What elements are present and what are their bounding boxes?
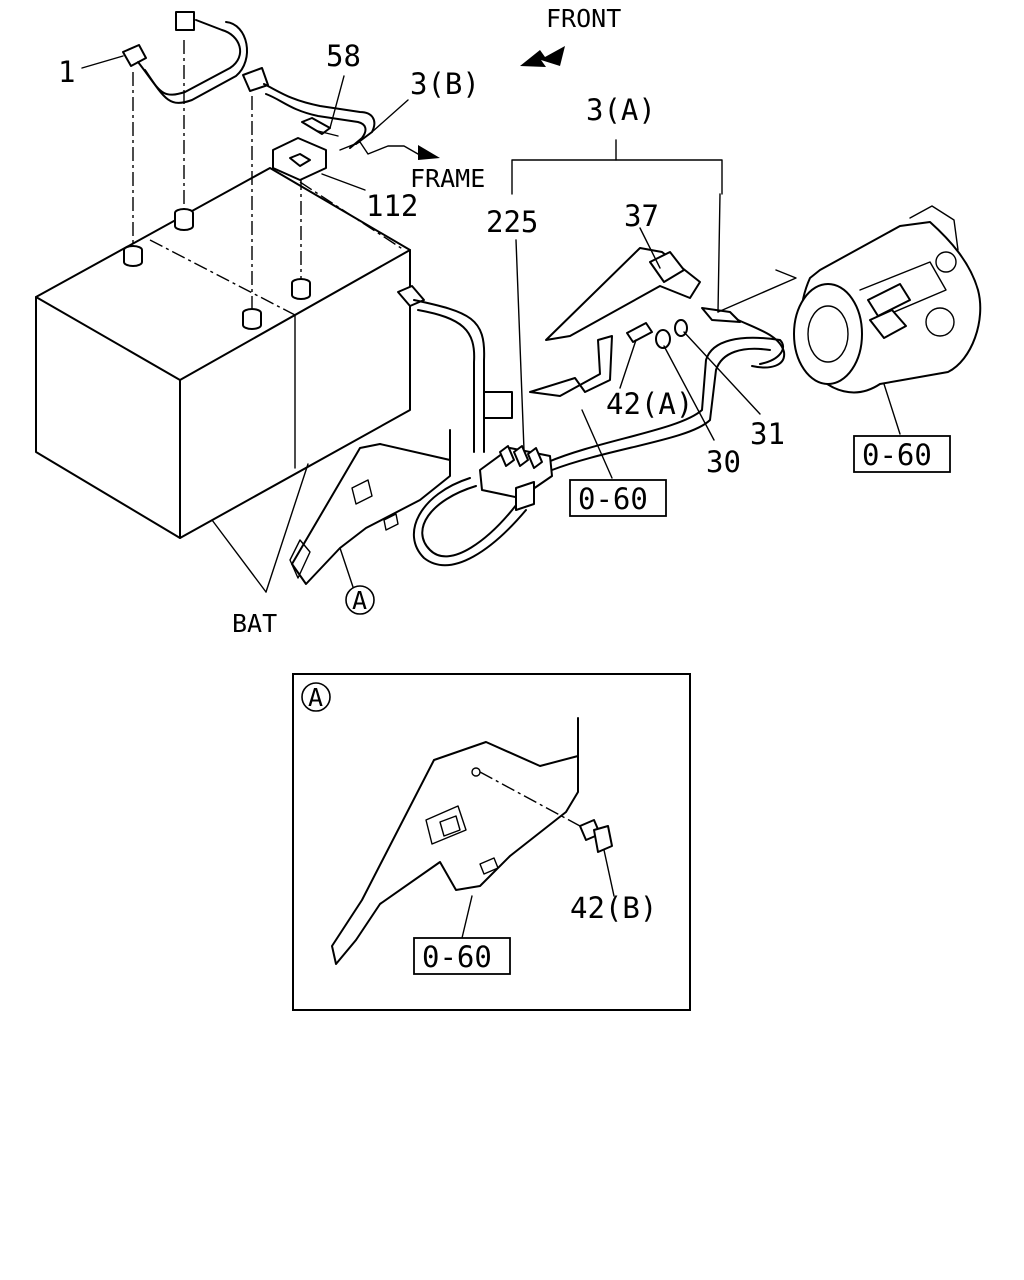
ref-starter-label: 0-60 bbox=[862, 438, 932, 472]
battery bbox=[35, 40, 411, 539]
main-cable bbox=[397, 285, 786, 567]
ref-box-starter: 0-60 bbox=[853, 435, 951, 473]
terminal-clamp bbox=[272, 117, 405, 251]
circle-a-marker: A bbox=[345, 585, 375, 615]
label-part-3a: 3(A) bbox=[586, 93, 656, 127]
label-part-3b: 3(B) bbox=[410, 67, 480, 101]
label-part-42a: 42(A) bbox=[606, 387, 693, 421]
ground-cable-3b bbox=[242, 67, 440, 160]
label-part-30: 30 bbox=[706, 445, 741, 479]
leader-lines bbox=[81, 55, 901, 593]
battery-link-cable bbox=[122, 11, 249, 104]
ref-box-main: 0-60 bbox=[569, 479, 667, 517]
front-indicator: FRONT bbox=[520, 4, 621, 67]
detail-a-inset: A 42(B) 0-60 bbox=[292, 673, 691, 1011]
label-part-58: 58 bbox=[326, 39, 361, 73]
label-frame: FRAME bbox=[410, 164, 485, 193]
label-part-42b: 42(B) bbox=[570, 891, 657, 925]
front-arrow-icon bbox=[520, 46, 565, 67]
label-part-37: 37 bbox=[624, 199, 659, 233]
front-label: FRONT bbox=[546, 4, 621, 33]
label-part-112: 112 bbox=[366, 189, 418, 223]
circle-a-label: A bbox=[352, 586, 367, 615]
label-part-225: 225 bbox=[486, 205, 538, 239]
starter-motor bbox=[793, 205, 982, 394]
label-bat: BAT bbox=[232, 609, 277, 638]
junction-block-225 bbox=[479, 445, 553, 511]
lower-bracket bbox=[289, 429, 451, 585]
label-part-31: 31 bbox=[750, 417, 785, 451]
bracket-assembly bbox=[529, 247, 701, 397]
label-part-1: 1 bbox=[58, 55, 75, 89]
detail-a-label: A bbox=[308, 683, 323, 712]
ref-detail-label: 0-60 bbox=[422, 940, 492, 974]
ref-main-label: 0-60 bbox=[578, 482, 648, 516]
